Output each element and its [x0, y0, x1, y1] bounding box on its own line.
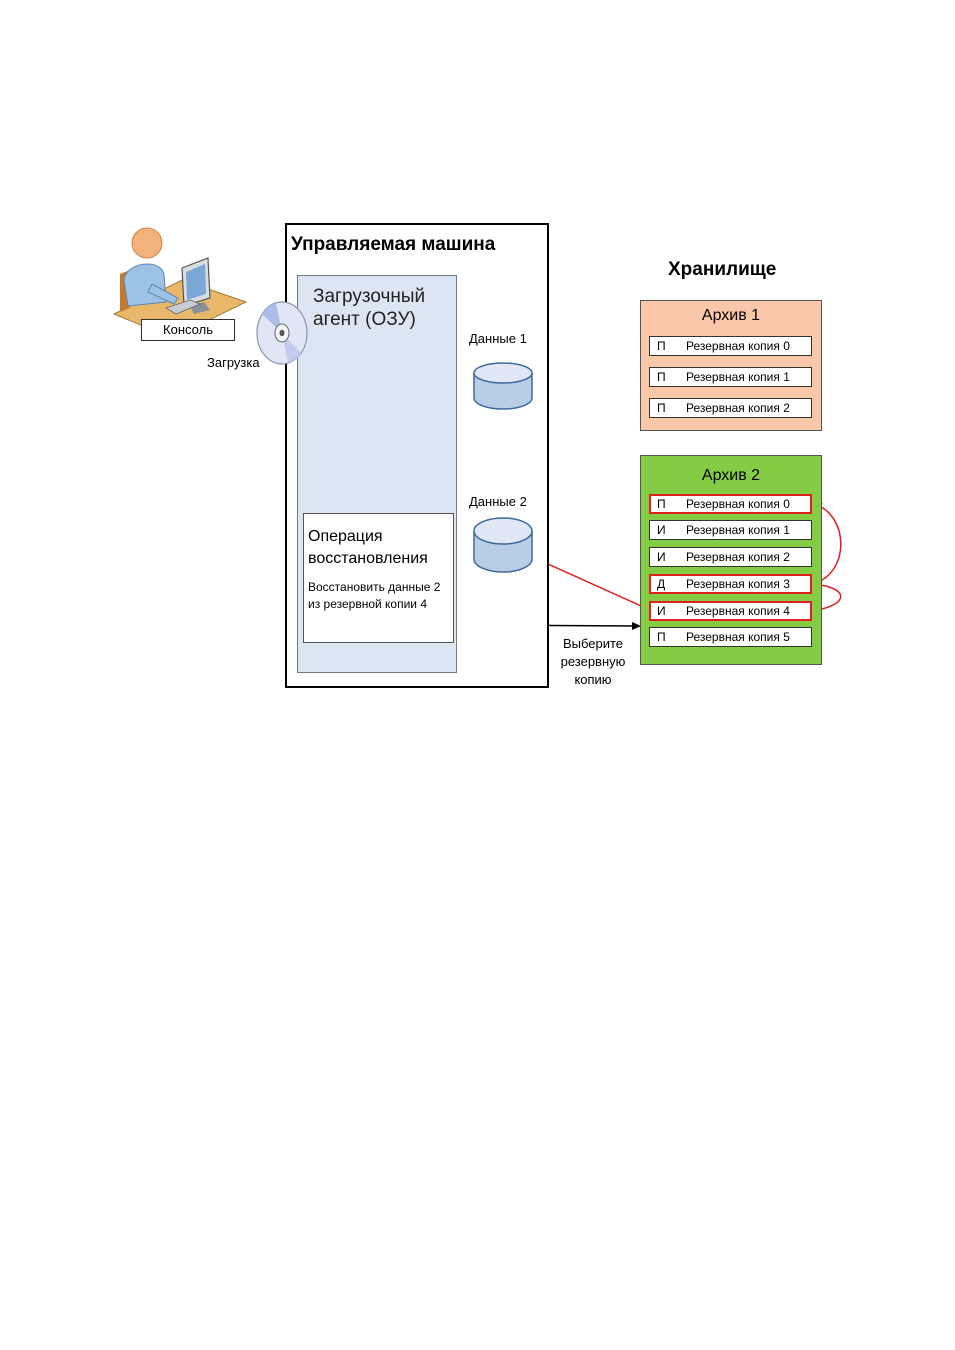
disk-icon [473, 517, 533, 573]
bootable-agent-title: Загрузочный агент (ОЗУ) [313, 286, 426, 330]
recovery-operation-text: Восстановить данные 2 из резервной копии… [308, 580, 441, 611]
backup-label: Резервная копия 0 [686, 339, 790, 353]
backup-type: Д [657, 577, 666, 591]
backup-type: И [657, 550, 666, 564]
backup-label: Резервная копия 1 [686, 370, 790, 384]
backup-type: П [657, 630, 666, 644]
backup-label: Резервная копия 2 [686, 401, 790, 415]
archive-2-backup-row: П Резервная копия 5 [649, 627, 812, 647]
load-label: Загрузка [207, 355, 260, 370]
backup-label: Резервная копия 2 [686, 550, 790, 564]
archive-1-backup-row: П Резервная копия 1 [649, 367, 812, 387]
backup-label: Резервная копия 5 [686, 630, 790, 644]
storage-title: Хранилище [668, 259, 777, 280]
archive-1-backup-row: П Резервная копия 2 [649, 398, 812, 418]
archive-2-title: Архив 2 [701, 467, 761, 484]
archive-2-backup-row: И Резервная копия 1 [649, 520, 812, 540]
dependency-arrow-3-to-0 [811, 502, 842, 585]
archive-2-backup-row-highlighted: П Резервная копия 0 [649, 494, 812, 514]
backup-type: И [657, 604, 666, 618]
disk-label-data-2: Данные 2 [469, 494, 527, 509]
archive-2-backup-row-highlighted: Д Резервная копия 3 [649, 574, 812, 594]
archive-2-backup-row: И Резервная копия 2 [649, 547, 812, 567]
dependency-arrow-4-to-3 [811, 580, 842, 612]
backup-type: И [657, 523, 666, 537]
backup-label: Резервная копия 4 [686, 604, 790, 618]
recovery-operation-title: Операция восстановления [308, 528, 428, 567]
backup-label: Резервная копия 1 [686, 523, 790, 537]
archive-1-backup-row: П Резервная копия 0 [649, 336, 812, 356]
backup-label: Резервная копия 3 [686, 577, 790, 591]
console-label: Консоль [141, 319, 235, 341]
backup-label: Резервная копия 0 [686, 497, 790, 511]
archive-1-title: Архив 1 [701, 307, 761, 324]
backup-type: П [657, 370, 666, 384]
select-backup-label: Выберите резервную копию [560, 636, 626, 687]
boot-cd-icon [256, 301, 308, 365]
backup-type: П [657, 401, 666, 415]
disk-label-data-1: Данные 1 [469, 331, 527, 346]
managed-machine-title: Управляемая машина [291, 234, 496, 255]
archive-2-backup-row-highlighted: И Резервная копия 4 [649, 601, 812, 621]
backup-type: П [657, 497, 666, 511]
disk-icon [473, 362, 533, 410]
backup-type: П [657, 339, 666, 353]
recovery-operation-box [303, 513, 454, 643]
